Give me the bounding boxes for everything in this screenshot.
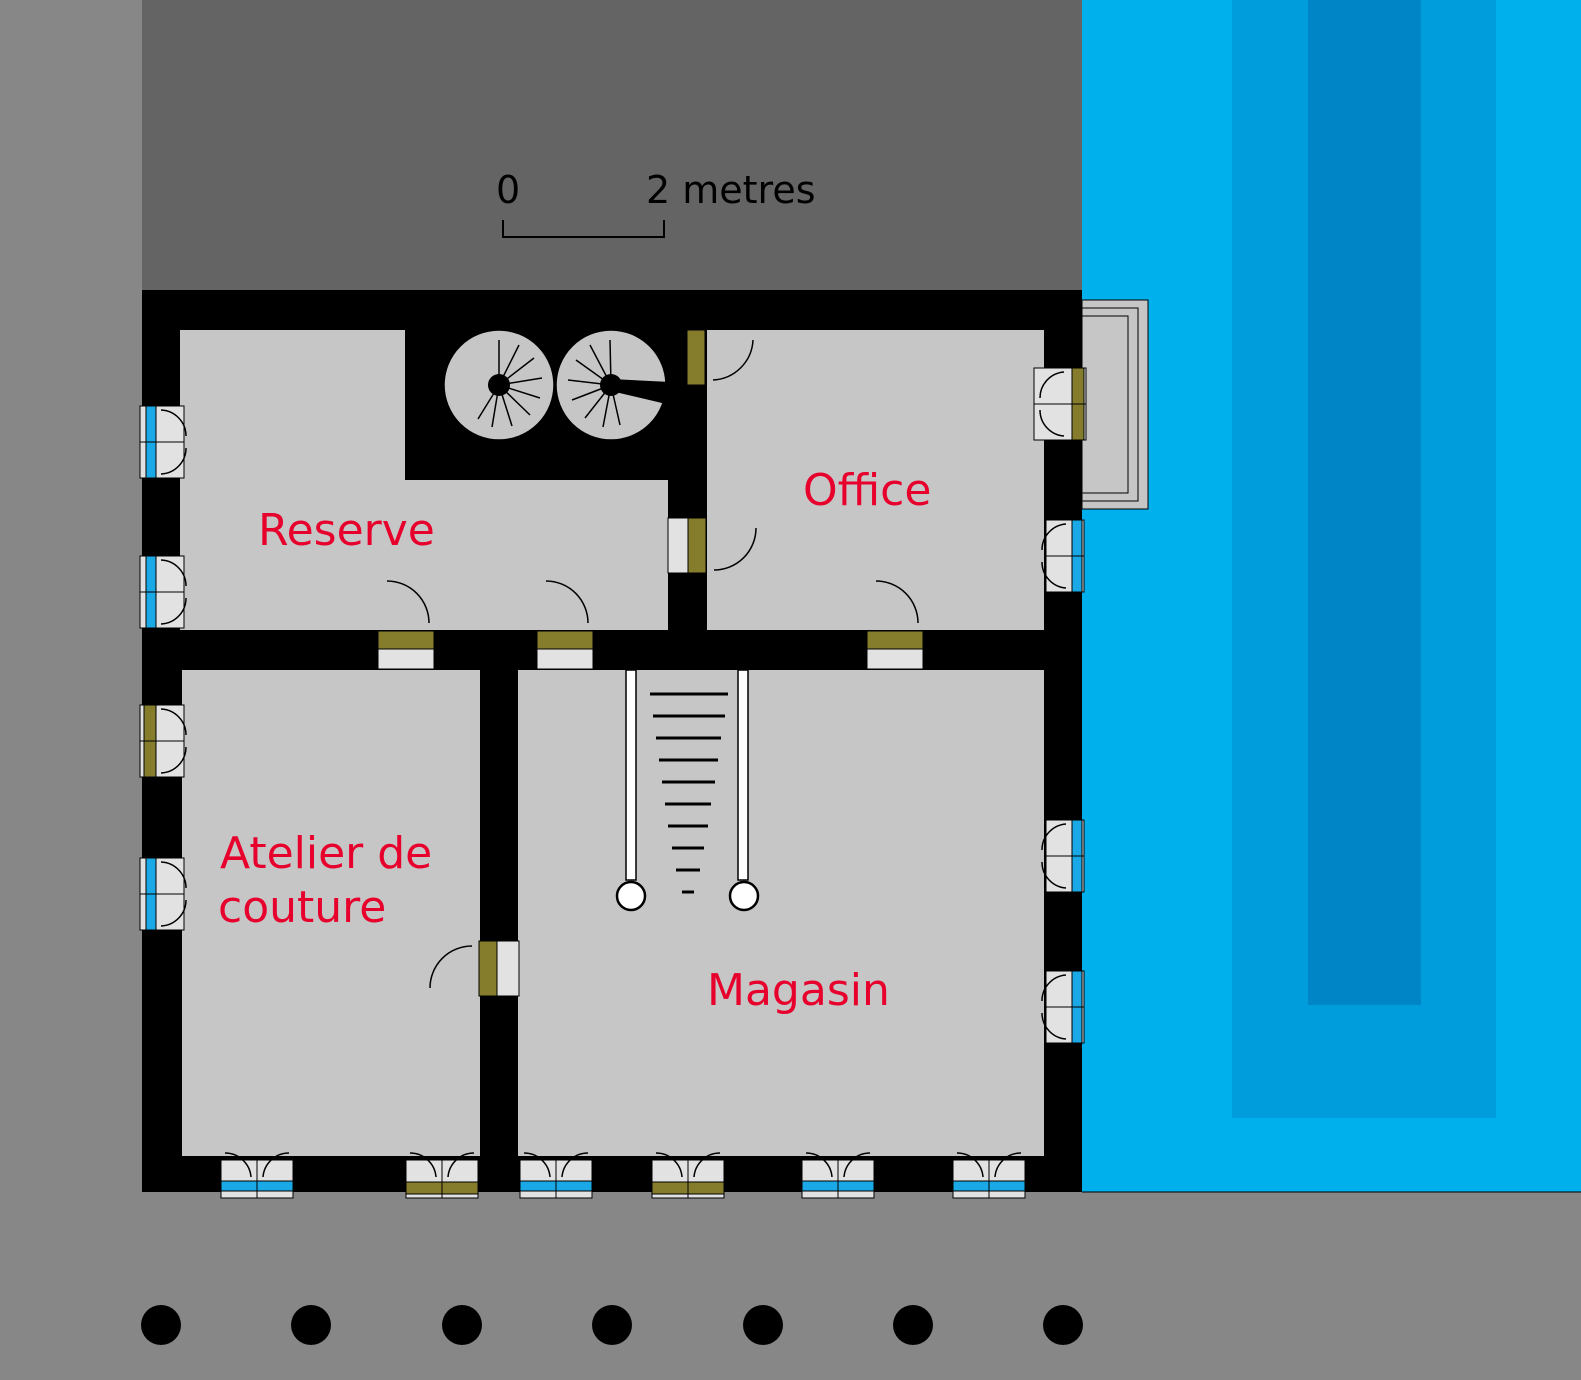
spiral-staircase-right xyxy=(555,329,690,441)
reserve-floor xyxy=(180,330,668,630)
column xyxy=(592,1305,632,1345)
door-south-4 xyxy=(651,1152,725,1199)
pool xyxy=(1082,0,1581,1193)
column xyxy=(291,1305,331,1345)
window-east-2 xyxy=(1041,819,1085,893)
colonnade xyxy=(141,1305,1083,1345)
room-label-atelier-line2: couture xyxy=(218,882,386,933)
column xyxy=(1043,1305,1083,1345)
room-label-magasin: Magasin xyxy=(707,965,890,1016)
scale-start-label: 0 xyxy=(496,168,520,212)
window-south-5 xyxy=(801,1152,875,1199)
room-floors xyxy=(180,330,1044,1156)
column xyxy=(141,1305,181,1345)
courtyard-area xyxy=(142,0,1082,290)
atelier-floor xyxy=(182,670,480,1156)
window-west-4 xyxy=(139,857,187,931)
office-floor xyxy=(707,330,1044,630)
window-west-2 xyxy=(139,555,187,629)
door-east-office xyxy=(1033,367,1087,441)
door-atelier-magasin xyxy=(429,940,520,997)
scale-end-label: 2 metres xyxy=(646,168,816,212)
window-west-1 xyxy=(139,405,187,479)
window-east-1 xyxy=(1041,519,1085,593)
column xyxy=(442,1305,482,1345)
door-south-2 xyxy=(405,1152,479,1199)
room-label-reserve: Reserve xyxy=(258,505,435,556)
window-east-3 xyxy=(1041,970,1085,1044)
window-south-6 xyxy=(952,1152,1026,1199)
pool-steps xyxy=(1081,299,1149,510)
door-reserve-atelier xyxy=(377,580,435,670)
door-reserve-office xyxy=(667,517,757,574)
door-west-3 xyxy=(139,704,187,778)
room-label-atelier-line1: Atelier de xyxy=(220,828,432,879)
door-reserve-magasin xyxy=(536,580,594,670)
scale-bar: 0 2 metres xyxy=(496,168,816,238)
door-office-magasin xyxy=(866,580,924,670)
spiral-staircase-left xyxy=(443,329,555,441)
magasin-floor xyxy=(518,670,1044,1156)
column xyxy=(743,1305,783,1345)
door-stair-office xyxy=(686,329,754,386)
room-label-office: Office xyxy=(803,465,931,516)
column xyxy=(893,1305,933,1345)
window-south-3 xyxy=(519,1152,593,1199)
straight-staircase xyxy=(615,669,760,912)
window-south-1 xyxy=(220,1152,294,1199)
